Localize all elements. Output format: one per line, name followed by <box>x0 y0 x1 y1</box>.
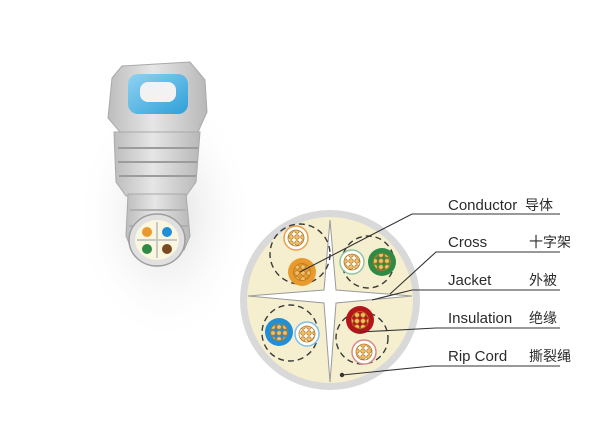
label-cross-en: Cross <box>448 234 487 251</box>
connector-boot <box>113 131 201 197</box>
callout-labels: Conductor 导体 Cross 十字架 Jacket 外被 Insulat… <box>448 197 571 365</box>
connector-latch-slot <box>140 82 176 102</box>
conductor <box>287 229 305 247</box>
end-wire-orange <box>142 227 152 237</box>
end-wire-brown <box>162 244 172 254</box>
conductor <box>373 253 391 271</box>
conductor <box>270 323 288 341</box>
conductor <box>298 325 316 343</box>
label-insulation-cn: 绝缘 <box>529 311 557 327</box>
pair-twist-tl <box>269 223 331 285</box>
cross-separator <box>247 219 413 383</box>
label-insulation-en: Insulation <box>448 310 512 327</box>
label-cross-cn: 十字架 <box>529 235 571 251</box>
end-wire-blue <box>162 227 172 237</box>
end-wire-green <box>142 244 152 254</box>
leader-rip-cord <box>341 365 560 376</box>
leader-jacket <box>371 289 560 301</box>
rj45-connector-photo <box>75 61 255 345</box>
conductor <box>351 311 369 329</box>
leader-insulation <box>359 327 560 333</box>
leader-cross <box>389 251 560 295</box>
cable-cross-section <box>240 210 420 390</box>
callout-lines <box>299 213 560 376</box>
conductor <box>355 343 373 361</box>
label-rip-cord-cn: 撕裂绳 <box>529 349 571 365</box>
conductor <box>293 263 311 281</box>
label-rip-cord-en: Rip Cord <box>448 348 507 365</box>
conductor <box>343 253 361 271</box>
label-conductor-en: Conductor <box>448 197 517 214</box>
label-conductor-cn: 导体 <box>525 198 553 214</box>
leader-conductor <box>299 213 560 273</box>
label-jacket-cn: 外被 <box>529 273 557 289</box>
label-jacket-en: Jacket <box>448 272 492 289</box>
